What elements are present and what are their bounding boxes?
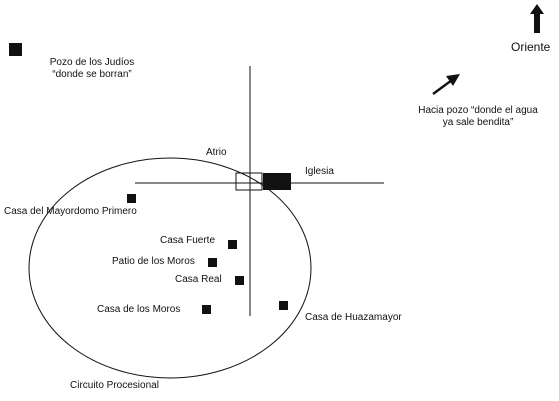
procession-circuit-ellipse — [28, 157, 312, 379]
patio-moros-marker — [208, 258, 217, 267]
north-arrow-icon — [530, 4, 544, 33]
casa-real-marker — [235, 276, 244, 285]
atrio-marker — [235, 172, 263, 191]
pozo-agua-line2: ya sale bendita” — [442, 117, 514, 128]
iglesia-label: Iglesia — [305, 166, 334, 177]
casa-mayordomo-marker — [127, 194, 136, 203]
patio-moros-label: Patio de los Moros — [112, 256, 195, 267]
iglesia-marker — [263, 173, 291, 190]
pozo-judios-line1: Pozo de los Judíos — [49, 57, 135, 68]
casa-moros-marker — [202, 305, 211, 314]
atrio-label: Atrio — [206, 147, 227, 158]
pozo-judios-label: Pozo de los Judíos “donde se borran” — [42, 57, 142, 81]
casa-huazamayor-marker — [279, 301, 288, 310]
pozo-agua-label: Hacia pozo “donde el agua ya sale bendit… — [413, 105, 543, 129]
arrow-up-right-icon — [432, 74, 460, 95]
pozo-judios-marker — [9, 43, 22, 56]
oriente-label: Oriente — [511, 40, 551, 54]
casa-real-label: Casa Real — [175, 274, 222, 285]
casa-mayordomo-label: Casa del Mayordomo Primero — [4, 206, 137, 217]
casa-huazamayor-label: Casa de Huazamayor — [305, 312, 402, 323]
casa-fuerte-marker — [228, 240, 237, 249]
pozo-judios-line2: “donde se borran” — [52, 69, 132, 80]
casa-fuerte-label: Casa Fuerte — [160, 235, 216, 246]
casa-moros-label: Casa de los Moros — [97, 304, 181, 315]
pozo-agua-line1: Hacia pozo “donde el agua — [418, 105, 538, 116]
circuito-label: Circuito Procesional — [70, 380, 159, 391]
